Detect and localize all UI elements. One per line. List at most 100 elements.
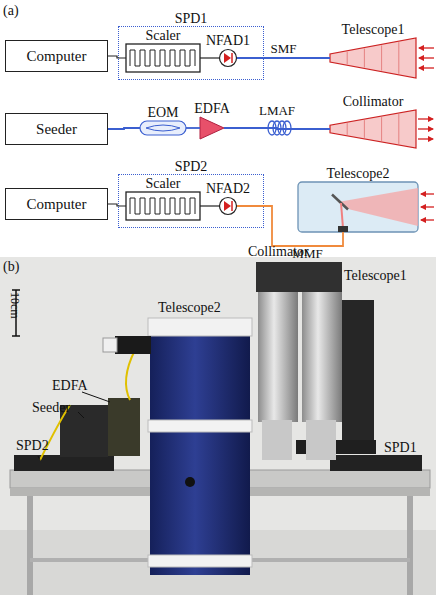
scaler-box: Scaler xyxy=(126,192,200,220)
outline-part xyxy=(146,125,180,131)
scale-label: 10cm xyxy=(7,292,22,319)
illustration-part xyxy=(148,555,252,567)
illustration-part xyxy=(185,477,195,487)
detector-group: SPD2ScalerNFAD2 xyxy=(118,174,264,228)
fiber-connector xyxy=(200,57,219,58)
fiber-connector xyxy=(108,128,140,129)
outline-part xyxy=(224,201,231,211)
node-outline xyxy=(219,49,237,67)
part-name: Telescope1 xyxy=(344,268,407,283)
node-label: EOM xyxy=(147,105,178,120)
outline-part xyxy=(140,121,186,135)
illustration-part xyxy=(12,335,20,337)
illustration-part xyxy=(421,219,434,220)
outline-part xyxy=(381,117,382,141)
illustration-part xyxy=(12,289,20,291)
outline-part xyxy=(231,201,233,211)
node-label: Computer xyxy=(27,196,87,213)
node-outline xyxy=(126,44,200,72)
node-label: NFAD1 xyxy=(206,33,250,48)
outline-part xyxy=(220,198,237,215)
fiber-connector xyxy=(108,56,126,58)
illustration-part xyxy=(407,496,413,595)
fiber-connector xyxy=(186,127,200,129)
light-arrows xyxy=(418,48,434,220)
photograph xyxy=(0,257,436,595)
fiber-coil xyxy=(268,121,291,135)
process-box: Seeder xyxy=(5,113,108,145)
illustration-part xyxy=(418,118,433,119)
outline-part xyxy=(231,53,233,63)
node-outline xyxy=(298,182,418,232)
fiber-label: MMF xyxy=(292,247,322,261)
illustration-part xyxy=(342,300,374,440)
outline-part xyxy=(332,195,348,210)
outline-part xyxy=(364,120,365,138)
node-label: Scaler xyxy=(146,176,181,191)
illustration-part xyxy=(115,336,151,354)
node-label: Collimator xyxy=(343,94,404,109)
node-label: EDFA xyxy=(194,101,230,116)
outline-part xyxy=(126,44,200,72)
panel-label: (b) xyxy=(3,259,19,274)
process-box: Computer xyxy=(5,40,108,72)
illustration-part xyxy=(14,455,114,471)
outline-part xyxy=(364,49,365,68)
illustration-part xyxy=(418,128,433,129)
detector-group: SPD1ScalerNFAD1 xyxy=(118,26,264,80)
part-name: SPD2 xyxy=(16,438,49,453)
illustration-part xyxy=(27,496,33,595)
fiber-connector xyxy=(237,57,330,59)
illustration-part xyxy=(148,420,252,432)
node-label: SPD2 xyxy=(175,159,208,174)
node-outline xyxy=(200,117,224,139)
collimator-cone: Collimator xyxy=(330,110,416,148)
node-outline xyxy=(330,110,416,148)
node-label: NFAD2 xyxy=(206,181,250,196)
node-label: Scaler xyxy=(146,28,181,43)
node-label: Computer xyxy=(27,48,87,65)
illustration-part xyxy=(38,456,40,460)
scaler-box: Scaler xyxy=(126,44,200,72)
illustration-part xyxy=(150,330,250,575)
illustration-part xyxy=(302,292,342,422)
node-label: Telescope2 xyxy=(327,166,390,181)
illustration-part xyxy=(108,398,140,456)
illustration-part xyxy=(78,412,84,418)
node-outline xyxy=(330,38,416,78)
node-outline xyxy=(140,121,186,135)
illustration-part xyxy=(419,57,434,58)
outline-part xyxy=(398,42,399,74)
outline-part xyxy=(298,182,418,232)
node-label: Telescope1 xyxy=(342,22,405,37)
outline-part xyxy=(338,226,348,232)
outline-part xyxy=(224,53,231,63)
outline-part xyxy=(130,50,195,66)
outline-part xyxy=(381,45,382,70)
illustration-part xyxy=(418,138,433,139)
node-outline xyxy=(126,192,200,220)
outline-part xyxy=(338,188,418,226)
outline-part xyxy=(341,203,343,228)
fiber-label: SMF xyxy=(270,42,296,56)
panel-label: (a) xyxy=(3,3,19,18)
illustration-part xyxy=(419,67,434,68)
outline-part xyxy=(126,192,200,220)
fiber-connector xyxy=(108,204,126,206)
illustration-part xyxy=(306,420,336,460)
part-name: Seeder xyxy=(32,400,70,415)
modulator-symbol: EOM xyxy=(140,121,186,135)
fiber-connector xyxy=(224,128,330,129)
illustration-part xyxy=(421,206,434,207)
node-label: Seeder xyxy=(36,121,77,138)
illustration-part xyxy=(330,455,422,471)
outline-part xyxy=(398,114,399,144)
illustration-part xyxy=(103,338,117,352)
part-name: EDFA xyxy=(52,378,88,393)
illustration-part xyxy=(421,193,434,194)
illustration-part xyxy=(256,262,342,292)
node-label: SPD1 xyxy=(175,11,208,26)
telescope-tube: Telescope2 xyxy=(298,182,418,232)
